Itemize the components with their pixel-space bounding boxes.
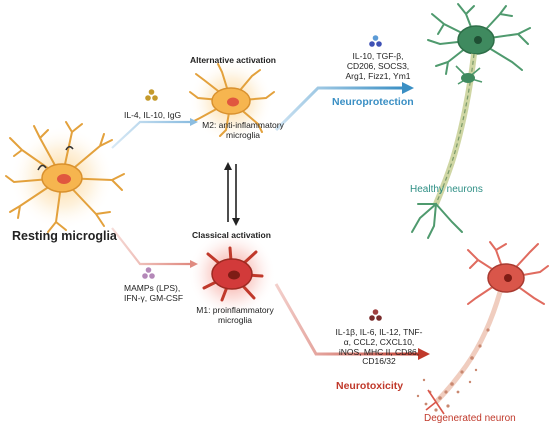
arrow-neuroprotection: [274, 82, 414, 132]
cytokine-dots-icon: [145, 89, 158, 101]
neuroprotective-factors-label: IL-10, TGF-β, CD206, SOCS3, Arg1, Fizz1,…: [332, 51, 424, 81]
m1-state-line1: M1: proinflammatory: [196, 305, 274, 315]
m2-state-line2: microglia: [225, 129, 260, 140]
nt-factors-line3: iNOS, MHC II, CD86,: [338, 346, 420, 357]
degenerated-neuron-label: Degenerated neuron: [424, 413, 516, 424]
m1-microglia-icon: [188, 230, 276, 318]
nt-factors-line4: CD16/32: [362, 356, 396, 367]
cytokine-dots-icon: [369, 309, 382, 321]
nt-factors-line2: α, CCL2, CXCL10,: [343, 336, 415, 347]
resting-microglia-icon: [5, 121, 125, 233]
arrow-resting-to-m1: [111, 227, 198, 268]
bidirectional-arrow-icon: [224, 162, 240, 226]
m1-stimuli-line1: MAMPs (LPS),: [124, 283, 181, 293]
m1-stimuli-line2: IFN-γ, GM-CSF: [124, 292, 184, 303]
healthy-neuron-icon: [411, 3, 531, 239]
m2-state-line1: M2: anti-inflammatory: [202, 120, 284, 130]
cytokine-dots-icon: [142, 267, 155, 279]
m1-state-label: M1: proinflammatory microglia: [192, 305, 278, 326]
arrow-resting-to-m2: [111, 118, 198, 149]
resting-microglia-label: Resting microglia: [12, 229, 117, 243]
np-factors-line3: Arg1, Fizz1, Ym1: [345, 70, 411, 81]
neurotoxic-factors-label: IL-1β, IL-6, IL-12, TNF- α, CCL2, CXCL10…: [320, 327, 438, 367]
neuroprotection-label: Neuroprotection: [332, 96, 414, 108]
np-factors-line2: CD206, SOCS3,: [346, 60, 410, 71]
np-factors-line1: IL-10, TGF-β,: [352, 51, 404, 61]
m2-microglia-icon: [189, 59, 275, 143]
classical-activation-label: Classical activation: [192, 230, 271, 240]
nt-factors-line1: IL-1β, IL-6, IL-12, TNF-: [335, 327, 423, 337]
degenerated-neuron-icon: [416, 241, 549, 415]
cytokine-dots-icon: [369, 35, 382, 47]
m2-state-label: M2: anti-inflammatory microglia: [196, 120, 290, 141]
alternative-activation-label: Alternative activation: [190, 55, 276, 65]
neurotoxicity-label: Neurotoxicity: [336, 380, 404, 392]
arrow-neurotoxicity: [274, 283, 430, 360]
healthy-neurons-label: Healthy neurons: [410, 184, 483, 195]
m2-stimuli-label: IL-4, IL-10, IgG: [124, 110, 182, 120]
m1-state-line2: microglia: [217, 314, 252, 325]
m1-stimuli-label: MAMPs (LPS), IFN-γ, GM-CSF: [124, 283, 184, 304]
